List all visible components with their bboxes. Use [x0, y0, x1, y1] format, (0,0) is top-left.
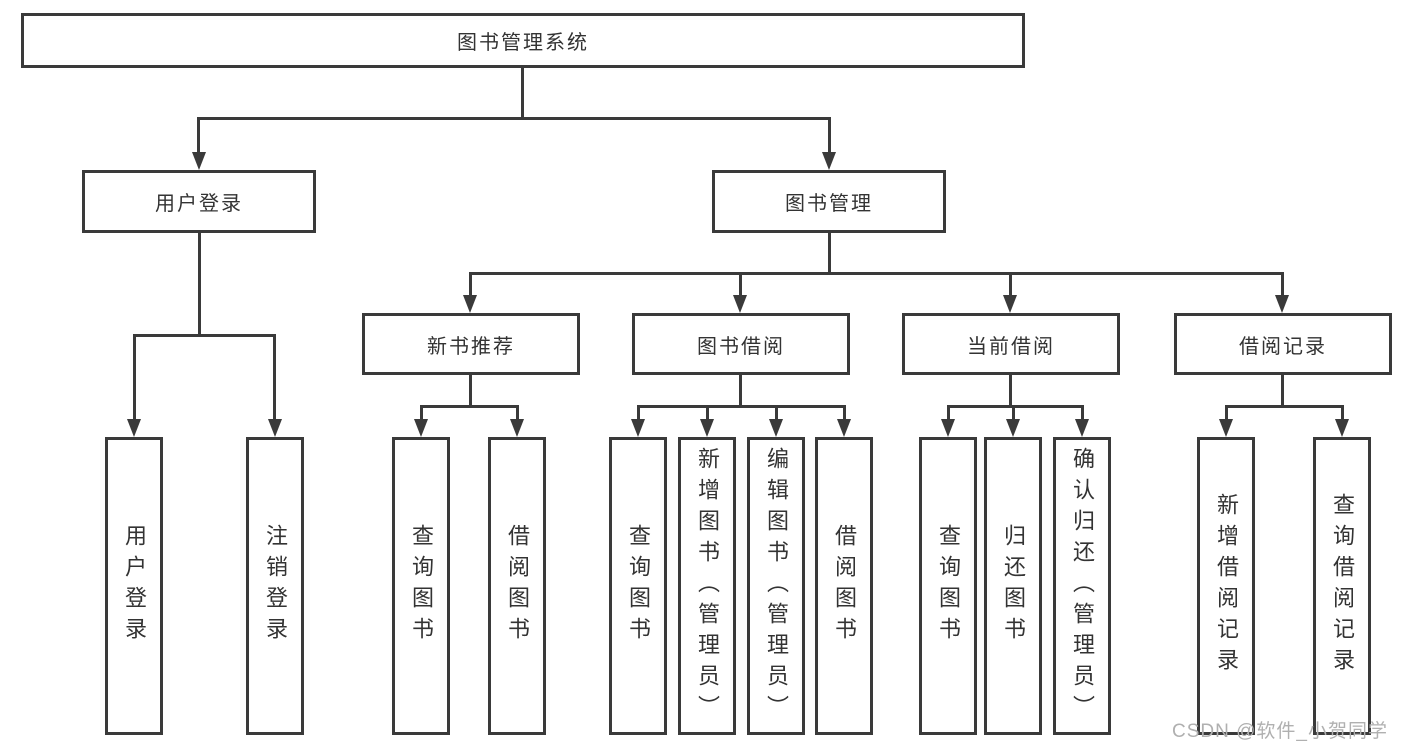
connector-line [273, 334, 276, 421]
connector-line [775, 405, 778, 421]
connector-line [947, 405, 950, 421]
leaf-label: 编辑图书（管理员） [764, 446, 789, 726]
arrowhead-icon [1275, 295, 1289, 313]
connector-line [637, 405, 846, 408]
connector-line [469, 272, 1284, 275]
leaf-label: 查询借阅记录 [1330, 493, 1355, 679]
connector-line [133, 334, 276, 337]
arrowhead-icon [268, 419, 282, 437]
arrowhead-icon [1006, 419, 1020, 437]
arrowhead-icon [769, 419, 783, 437]
connector-line [739, 272, 742, 297]
leaf-borrow-books-recommend: 借阅图书 [488, 437, 546, 735]
node-new-book-recommend: 新书推荐 [362, 313, 580, 375]
connector-line [197, 117, 200, 155]
node-label: 新书推荐 [427, 335, 515, 358]
connector-line [1009, 375, 1012, 407]
node-borrow-records: 借阅记录 [1174, 313, 1392, 375]
arrowhead-icon [1335, 419, 1349, 437]
connector-line [198, 233, 201, 336]
arrowhead-icon [192, 152, 206, 170]
connector-line [1281, 375, 1284, 407]
connector-line [1009, 272, 1012, 297]
leaf-confirm-return-admin: 确认归还（管理员） [1053, 437, 1111, 735]
node-label: 借阅记录 [1239, 335, 1327, 358]
arrowhead-icon [700, 419, 714, 437]
connector-line [521, 68, 524, 120]
arrowhead-icon [837, 419, 851, 437]
connector-line [1225, 405, 1344, 408]
node-current-borrow: 当前借阅 [902, 313, 1120, 375]
arrowhead-icon [463, 295, 477, 313]
connector-line [828, 233, 831, 274]
leaf-label: 新增借阅记录 [1214, 493, 1239, 679]
connector-line [420, 405, 423, 421]
connector-line [469, 272, 472, 297]
connector-line [947, 405, 1084, 408]
connector-line [828, 117, 831, 155]
leaf-add-book-admin: 新增图书（管理员） [678, 437, 736, 735]
leaf-label: 查询图书 [936, 524, 961, 648]
connector-line [1281, 272, 1284, 297]
node-library-system: 图书管理系统 [21, 13, 1025, 68]
leaf-label: 用户登录 [122, 524, 147, 648]
connector-line [706, 405, 709, 421]
leaf-label: 借阅图书 [505, 524, 530, 648]
arrowhead-icon [414, 419, 428, 437]
leaf-label: 新增图书（管理员） [695, 446, 720, 726]
arrowhead-icon [1219, 419, 1233, 437]
connector-line [420, 405, 519, 408]
node-user-login: 用户登录 [82, 170, 316, 233]
leaf-add-borrow-record: 新增借阅记录 [1197, 437, 1255, 735]
leaf-label: 查询图书 [409, 524, 434, 648]
arrowhead-icon [941, 419, 955, 437]
arrowhead-icon [127, 419, 141, 437]
node-label: 用户登录 [155, 193, 243, 215]
connector-line [1081, 405, 1084, 421]
leaf-user-login: 用户登录 [105, 437, 163, 735]
leaf-edit-book-admin: 编辑图书（管理员） [747, 437, 805, 735]
node-label: 图书管理系统 [457, 32, 589, 54]
node-label: 当前借阅 [967, 335, 1055, 358]
connector-line [516, 405, 519, 421]
connector-line [133, 334, 136, 421]
leaf-return-book: 归还图书 [984, 437, 1042, 735]
connector-line [637, 405, 640, 421]
csdn-watermark: CSDN @软件_小贺同学 [1172, 721, 1388, 742]
connector-line [197, 117, 831, 120]
leaf-label: 确认归还（管理员） [1070, 446, 1095, 726]
arrowhead-icon [631, 419, 645, 437]
leaf-label: 注销登录 [263, 524, 288, 648]
connector-line [739, 375, 742, 407]
connector-line [1341, 405, 1344, 421]
arrowhead-icon [822, 152, 836, 170]
arrowhead-icon [733, 295, 747, 313]
leaf-label: 归还图书 [1001, 524, 1026, 648]
leaf-query-books-borrow: 查询图书 [609, 437, 667, 735]
node-book-management: 图书管理 [712, 170, 946, 233]
leaf-borrow-books: 借阅图书 [815, 437, 873, 735]
connector-line [469, 375, 472, 407]
leaf-label: 查询图书 [626, 524, 651, 648]
connector-line [843, 405, 846, 421]
arrowhead-icon [1075, 419, 1089, 437]
leaf-query-books-current: 查询图书 [919, 437, 977, 735]
connector-line [1012, 405, 1015, 421]
leaf-label: 借阅图书 [832, 524, 857, 648]
arrowhead-icon [1003, 295, 1017, 313]
node-book-borrow: 图书借阅 [632, 313, 850, 375]
node-label: 图书管理 [785, 193, 873, 215]
leaf-logout: 注销登录 [246, 437, 304, 735]
leaf-query-borrow-record: 查询借阅记录 [1313, 437, 1371, 735]
connector-line [1225, 405, 1228, 421]
arrowhead-icon [510, 419, 524, 437]
leaf-query-books-recommend: 查询图书 [392, 437, 450, 735]
node-label: 图书借阅 [697, 335, 785, 358]
